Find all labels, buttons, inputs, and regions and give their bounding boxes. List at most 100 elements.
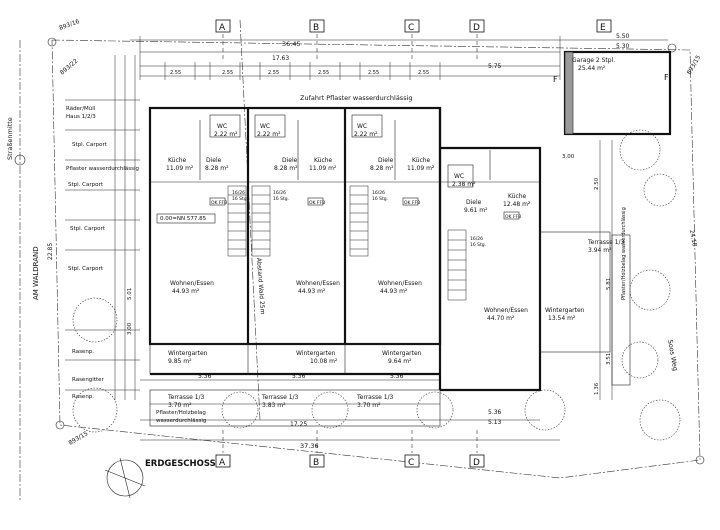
room-kueche-3-area: 11.09 m² [407, 165, 435, 172]
parcel-tl: 893/16 [58, 18, 80, 32]
trees [72, 129, 681, 441]
tree-symbol [619, 129, 661, 171]
label-rasengitter: Rasengitter [72, 377, 105, 383]
room-wintergarten-2: Wintergarten [296, 350, 336, 357]
room-terrasse-3-area: 3.70 m² [357, 402, 381, 409]
axis-label-f-left: F [553, 75, 558, 84]
label-stpl-3: Stpl. Carport [70, 226, 106, 232]
room-wc-2: WC [260, 123, 270, 130]
label-zufahrt: Zufahrt Pflaster wasserdurchlässig [300, 94, 413, 102]
label-am-waldrand: AM WALDRAND [32, 246, 40, 300]
room-diele-4-area: 9.61 m² [464, 207, 488, 214]
tree-symbol [311, 391, 349, 429]
dim-left-300: 3.00 [127, 322, 133, 335]
svg-text:2.55: 2.55 [170, 70, 181, 76]
label-level: 0.00=NN 577.85 [160, 216, 207, 222]
main-building [148, 106, 542, 392]
room-kueche-3: Küche [412, 157, 431, 164]
left-dimension-chains: 22.85 5.01 3.00 [47, 55, 140, 400]
boundary-marker [47, 37, 57, 47]
room-kueche-4: Küche [508, 193, 527, 200]
svg-text:16 Stg.: 16 Stg. [372, 196, 388, 202]
tree-symbol [524, 389, 566, 431]
label-stpl-4: Stpl. Carport [68, 266, 104, 272]
stairs [227, 185, 467, 301]
garage-label: Garage 2 Stpl. [572, 57, 615, 64]
dim-bottom-536-c: 5.36 [390, 373, 404, 380]
boundary-marker [667, 43, 677, 53]
dim-top-total: 36.45 [282, 40, 301, 48]
carport-labels: Räder/Müll Haus 1/2/3 Stpl. Carport Pfla… [66, 106, 139, 400]
boundary-marker [55, 420, 65, 430]
room-diele-1: Diele [206, 157, 222, 164]
svg-text:2.55: 2.55 [418, 70, 429, 76]
room-wohnen-4: Wohnen/Essen [484, 307, 528, 314]
axis-label-b-bottom: B [313, 458, 319, 468]
room-diele-1-area: 8.28 m² [205, 165, 229, 172]
room-wc-1: WC [217, 123, 227, 130]
dim-garage-width: 5.50 [616, 33, 630, 40]
room-wintergarten-4-area: 13.54 m² [548, 315, 576, 322]
drawing-title: ERDGESCHOSS [145, 459, 216, 469]
parcel-bl: 893/15 [68, 430, 90, 447]
room-wohnen-3: Wohnen/Essen [378, 280, 422, 287]
svg-text:2.55: 2.55 [368, 70, 379, 76]
room-labels: WC 2.22 m² WC 2.22 m² WC 2.22 m² Küche 1… [166, 123, 625, 409]
label-stpl-1: Stpl. Carport [72, 142, 108, 148]
svg-text:2.55: 2.55 [222, 70, 233, 76]
survey-point [14, 154, 26, 166]
room-wohnen-2-area: 44.93 m² [298, 288, 326, 295]
room-wohnen-4-area: 44.70 m² [487, 315, 515, 322]
room-diele-3-area: 8.28 m² [370, 165, 394, 172]
room-wintergarten-3-area: 9.64 m² [388, 358, 412, 365]
dim-right-581: 5.81 [606, 278, 612, 290]
room-wohnen-1: Wohnen/Essen [170, 280, 214, 287]
room-wintergarten-1-area: 9.85 m² [168, 358, 192, 365]
svg-text:16 Stg.: 16 Stg. [470, 242, 486, 248]
svg-text:OK FFB: OK FFB [309, 200, 325, 206]
svg-text:OK FFB: OK FFB [211, 200, 227, 206]
dim-right-total: 24.18 [688, 229, 698, 247]
room-kueche-2: Küche [314, 157, 333, 164]
axis-label-f-right: F [664, 73, 669, 82]
label-rasen-2: Rasenp. [72, 394, 94, 400]
label-pflaster-left: Pflaster wasserdurchlässig [66, 166, 139, 172]
room-terrasse-1: Terrasse 1/3 [167, 394, 205, 401]
room-wintergarten-2-area: 10.08 m² [310, 358, 338, 365]
tree-symbol [643, 173, 677, 207]
svg-text:16/26: 16/26 [273, 190, 286, 196]
dim-bottom-536-d: 5.36 [488, 409, 502, 416]
dim-right-136: 1.36 [594, 382, 600, 395]
axis-label-a: A [219, 23, 226, 33]
axis-label-a-bottom: A [219, 458, 226, 468]
level-box [156, 213, 216, 224]
label-raeder: Räder/Müll [66, 106, 96, 112]
room-terrasse-4: Terrasse 1/3 [587, 239, 625, 246]
label-pflaster: Pflaster/Holzbelag [156, 410, 206, 416]
svg-text:2.55: 2.55 [268, 70, 279, 76]
tree-symbol [639, 399, 681, 441]
label-soos-weg: Soos Weg [666, 339, 679, 372]
svg-text:OK FFB: OK FFB [404, 200, 420, 206]
label-stpl-2: Stpl. Carport [68, 182, 104, 188]
dim-left-total: 22.85 [47, 243, 54, 260]
axis-label-e: E [600, 23, 606, 33]
room-wc-4: WC [454, 173, 464, 180]
room-diele-2: Diele [282, 157, 298, 164]
top-dimension-chains: 36.45 17.63 5.75 2.55 2.55 2.55 2.55 2.5… [130, 36, 561, 80]
room-wc-3-area: 2.22 m² [354, 131, 378, 138]
dim-bottom-mid: 17.25 [290, 421, 307, 428]
dim-top-right: 5.75 [488, 63, 502, 70]
dim-top-mid: 17.63 [272, 55, 289, 62]
svg-text:16/26: 16/26 [232, 190, 245, 196]
room-wohnen-2: Wohnen/Essen [296, 280, 340, 287]
room-terrasse-1-area: 3.70 m² [168, 402, 192, 409]
dim-bottom-536-a: 5.36 [198, 373, 212, 380]
room-kueche-1: Küche [168, 157, 187, 164]
forest-distance-line [239, 19, 261, 421]
parcel-tl2: 893/22 [59, 57, 80, 76]
room-wintergarten-4: Wintergarten [545, 307, 585, 314]
label-terrasse-right: Pflaster/Holzbelag wasserdurchlässig [621, 207, 627, 300]
svg-text:16 Stg.: 16 Stg. [232, 196, 248, 202]
room-wc-3: WC [357, 123, 367, 130]
